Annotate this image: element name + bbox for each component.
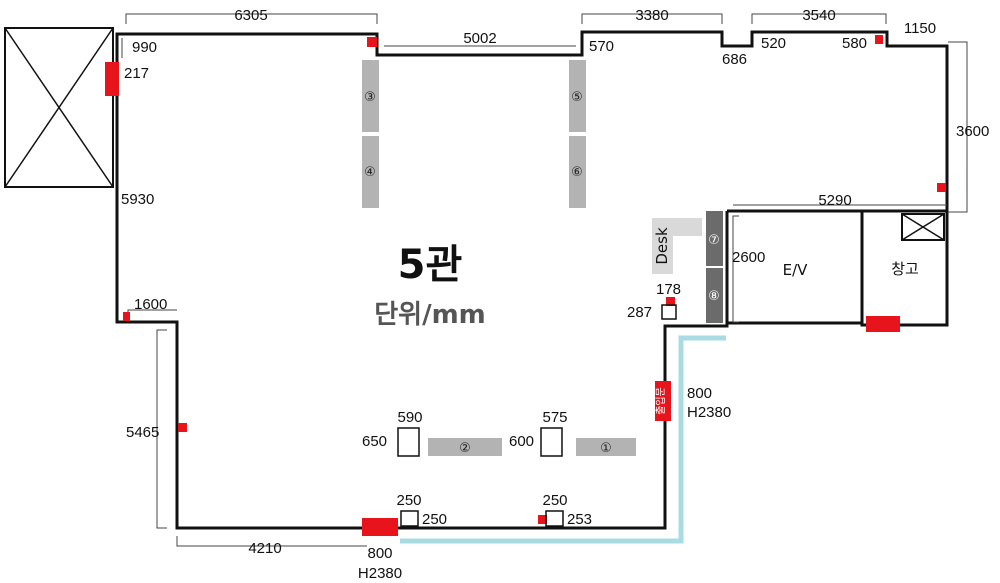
dim-178: 178 (656, 281, 681, 298)
dim-1600: 1600 (134, 296, 167, 313)
outer-wall (115, 30, 949, 530)
entrance-path (400, 335, 726, 544)
panel-1-label: ① (600, 441, 612, 456)
panel-7-label: ⑦ (708, 233, 720, 248)
bottom-door-width: 800 (367, 545, 392, 562)
desk-label: Desk (653, 227, 671, 265)
shaft-box (901, 213, 945, 241)
dim-686: 686 (722, 51, 747, 68)
dim-1150: 1150 (904, 20, 936, 37)
dim-600: 600 (509, 433, 534, 450)
dim-5002: 5002 (463, 30, 496, 47)
void-box (4, 27, 114, 188)
dim-3540: 3540 (802, 7, 835, 24)
ev-label: E/V (783, 261, 809, 279)
dim-2600: 2600 (732, 249, 765, 266)
dim-250-b: 250 (422, 511, 447, 528)
display-panels (362, 60, 723, 456)
panel-4-label: ④ (364, 165, 376, 180)
panel-8-label: ⑧ (708, 289, 720, 304)
dim-990: 990 (132, 39, 157, 56)
storage-door-marker (866, 316, 900, 332)
hall-title: 5관 (398, 242, 463, 288)
dim-253: 253 (567, 511, 592, 528)
dim-3600: 3600 (956, 123, 989, 140)
panel-3-label: ③ (364, 90, 376, 105)
dim-570: 570 (589, 38, 614, 55)
dim-4210: 4210 (248, 540, 281, 557)
panel-2-label: ② (459, 441, 471, 456)
side-door-vertical-label: 출입문 (654, 387, 667, 415)
pillar-boxes (397, 304, 677, 527)
storage-label: 창고 (891, 260, 919, 278)
dim-5465: 5465 (126, 424, 159, 441)
dim-287: 287 (627, 304, 652, 321)
dim-580: 580 (842, 35, 867, 52)
dim-217: 217 (124, 65, 149, 82)
panel-5-label: ⑤ (571, 90, 583, 105)
dim-650: 650 (362, 433, 387, 450)
side-entrance-door (655, 381, 671, 421)
side-door-width: 800 (687, 385, 712, 402)
dim-3380: 3380 (635, 7, 668, 24)
dim-250-a: 250 (396, 492, 421, 509)
side-door-height: H2380 (687, 404, 731, 421)
dim-5930: 5930 (121, 191, 154, 208)
dim-6305: 6305 (234, 7, 267, 24)
unit-label: 단위/mm (374, 300, 486, 330)
dim-520: 520 (761, 35, 786, 52)
dim-250-c: 250 (542, 492, 567, 509)
bottom-door-height: H2380 (358, 565, 402, 582)
panel-6-label: ⑥ (571, 165, 583, 180)
dimension-lines (121, 13, 968, 547)
dim-590: 590 (397, 409, 422, 426)
dim-5290: 5290 (818, 192, 851, 209)
outlets (105, 35, 946, 536)
dim-575: 575 (542, 409, 567, 426)
bottom-door-marker (362, 518, 398, 536)
